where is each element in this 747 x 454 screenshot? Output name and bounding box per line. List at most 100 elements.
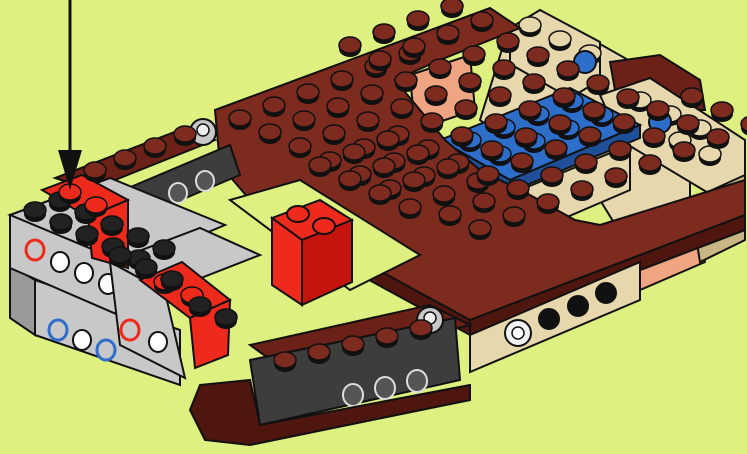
technic-hole — [49, 320, 67, 340]
stud — [161, 271, 183, 287]
stud — [437, 159, 459, 175]
stud — [485, 114, 507, 130]
red-stud — [287, 206, 309, 222]
stud — [519, 17, 541, 33]
stud — [114, 150, 136, 166]
white-axle-pin-inner — [512, 327, 524, 339]
stud — [433, 186, 455, 202]
stud — [523, 74, 545, 90]
stud — [85, 197, 107, 213]
stud — [403, 172, 425, 188]
stud — [84, 162, 106, 178]
stud — [259, 124, 281, 140]
technic-hole-black — [539, 309, 559, 329]
stud — [579, 127, 601, 143]
stud — [437, 25, 459, 41]
stud — [361, 85, 383, 101]
stud — [429, 59, 451, 75]
stud — [373, 24, 395, 40]
stud — [643, 128, 665, 144]
stud — [293, 111, 315, 127]
stud — [463, 46, 485, 62]
stud — [403, 38, 425, 54]
stud — [215, 309, 237, 325]
stud — [76, 226, 98, 242]
stud — [617, 89, 639, 105]
stud — [609, 141, 631, 157]
stud — [407, 11, 429, 27]
stud — [677, 115, 699, 131]
technic-hole — [196, 171, 214, 191]
stud — [515, 128, 537, 144]
stud — [421, 113, 443, 129]
red-stud — [313, 218, 335, 234]
stud — [399, 199, 421, 215]
stud — [373, 158, 395, 174]
stud — [174, 126, 196, 142]
technic-hole-black — [596, 283, 616, 303]
technic-hole — [169, 183, 187, 203]
stud — [331, 71, 353, 87]
stud — [376, 328, 398, 344]
stud — [407, 145, 429, 161]
stud — [263, 97, 285, 113]
stud — [343, 144, 365, 160]
technic-hole — [26, 240, 44, 260]
stud — [459, 73, 481, 89]
technic-hole-black — [568, 296, 588, 316]
stud — [553, 88, 575, 104]
stud — [289, 138, 311, 154]
stud — [101, 216, 123, 232]
stud — [377, 131, 399, 147]
stud — [425, 86, 447, 102]
stud — [50, 214, 72, 230]
stud — [647, 101, 669, 117]
stud — [229, 110, 251, 126]
stud — [493, 60, 515, 76]
technic-hole — [375, 377, 395, 399]
stud — [395, 72, 417, 88]
stud — [545, 140, 567, 156]
stud — [342, 336, 364, 352]
stud — [527, 47, 549, 63]
technic-hole — [51, 252, 69, 272]
stud — [153, 240, 175, 256]
stud — [189, 297, 211, 313]
stud — [455, 100, 477, 116]
stud — [410, 320, 432, 336]
stud — [549, 115, 571, 131]
stud — [441, 0, 463, 14]
stud — [575, 154, 597, 170]
technic-hole — [121, 320, 139, 340]
stud — [309, 157, 331, 173]
stud — [681, 88, 703, 104]
stud — [503, 207, 525, 223]
stud — [549, 31, 571, 47]
stud — [605, 168, 627, 184]
stud — [144, 138, 166, 154]
stud — [369, 185, 391, 201]
technic-hole — [343, 384, 363, 406]
stud — [511, 153, 533, 169]
technic-hole — [407, 370, 427, 392]
technic-hole — [97, 340, 115, 360]
stud — [127, 228, 149, 244]
stud — [519, 101, 541, 117]
stud — [274, 352, 296, 368]
stud — [369, 51, 391, 67]
stud — [473, 193, 495, 209]
stud — [439, 206, 461, 222]
technic-hole — [149, 332, 167, 352]
stud — [357, 112, 379, 128]
stud — [541, 167, 563, 183]
stud — [297, 84, 319, 100]
stud — [24, 202, 46, 218]
stud — [339, 37, 361, 53]
stud — [711, 102, 733, 118]
stud — [557, 61, 579, 77]
stud — [673, 142, 695, 158]
stud — [477, 166, 499, 182]
stud — [571, 181, 593, 197]
stud — [451, 127, 473, 143]
